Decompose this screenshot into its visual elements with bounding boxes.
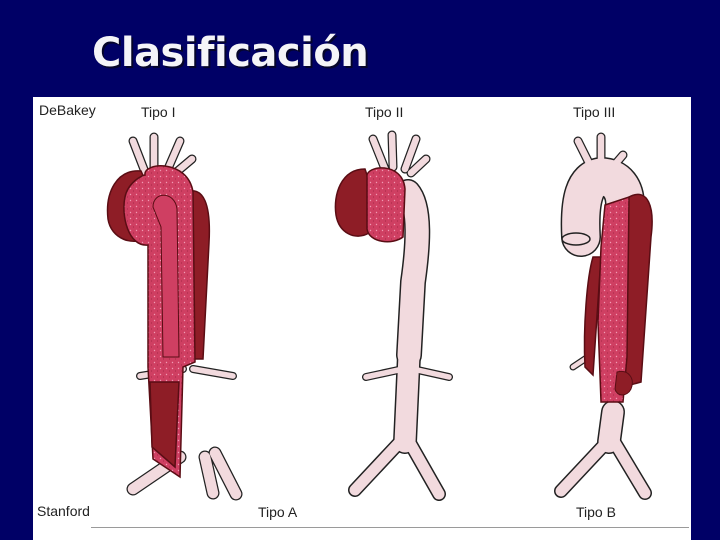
stanford-divider-line: [91, 527, 689, 528]
slide-title: Clasificación: [92, 30, 369, 76]
diagram-panel: DeBakey Tipo I Tipo II Tipo III Stanford…: [33, 97, 691, 540]
aorta-tipo-3: [554, 132, 653, 500]
tipo-b-label: Tipo B: [576, 504, 616, 520]
stanford-label: Stanford: [37, 503, 90, 519]
aorta-tipo-1: [106, 132, 243, 501]
aorta-tipo-2: [334, 130, 453, 501]
debakey-label: DeBakey: [39, 102, 96, 118]
tipo-3-label: Tipo III: [573, 104, 616, 120]
tipo-2-label: Tipo II: [365, 104, 404, 120]
tipo-1-label: Tipo I: [141, 104, 176, 120]
tipo-a-label: Tipo A: [258, 504, 298, 520]
aorta-diagram: [106, 130, 653, 501]
